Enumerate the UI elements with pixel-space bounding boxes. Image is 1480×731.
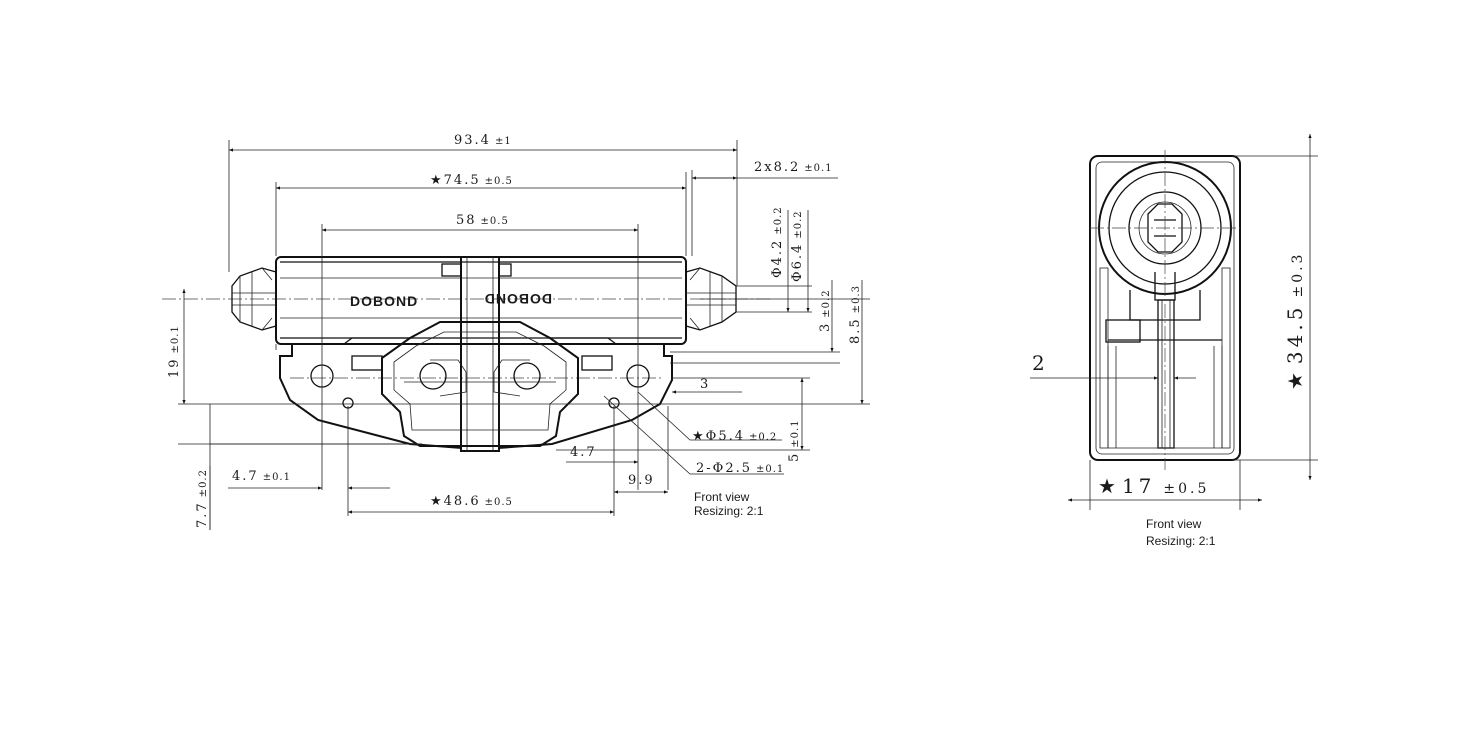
dim-7-7: 7.7±0.2 — [195, 469, 210, 528]
dim-3: 3 — [700, 377, 710, 392]
left-pin — [231, 267, 277, 331]
dim-dia-6-4: Φ6.4±0.2 — [790, 210, 805, 282]
dim-holes-2-5: 2-Φ2.5±0.1 — [696, 461, 784, 476]
side-view-scale: Resizing: 2:1 — [1146, 534, 1216, 548]
dim-5: 5±0.1 — [787, 419, 802, 462]
dim-4-7-tol: 4.7±0.1 — [232, 469, 291, 484]
dim-height-34-5: ★34.5±0.3 — [1283, 252, 1307, 390]
dim-58: 58±0.5 — [456, 213, 509, 228]
dim-4-7: 4.7 — [570, 445, 597, 460]
brand-label-right: DOBOND — [484, 291, 552, 307]
center-housing — [381, 321, 579, 447]
dimension-labels: 93.4±1 ★74.5±0.5 58±0.5 2x8.2±0.1 Φ4.2±0… — [167, 133, 863, 528]
side-dimension-lines — [1030, 134, 1318, 510]
front-view-scale: Resizing: 2:1 — [694, 504, 764, 518]
dim-hole-5-4: ★Φ5.4±0.2 — [692, 429, 777, 444]
dim-gap-2: 2 — [1032, 351, 1049, 375]
dim-8-5: 8.5±0.3 — [848, 285, 863, 344]
dimension-lines — [182, 148, 864, 530]
brand-label-left: DOBOND — [350, 293, 418, 309]
dim-pin-width: 2x8.2±0.1 — [754, 160, 833, 175]
side-housing — [1089, 150, 1241, 470]
side-view-caption: Front view — [1146, 517, 1202, 531]
dim-width-17: ★17±0.5 — [1098, 474, 1209, 498]
mounting-bracket — [279, 337, 673, 449]
dim-9-9: 9.9 — [628, 473, 655, 488]
dim-overall-length: 93.4±1 — [454, 133, 512, 148]
front-view: DOBOND DOBOND — [162, 133, 870, 530]
dim-dia-4-2: Φ4.2±0.2 — [770, 206, 785, 278]
side-view: 2 ★34.5±0.3 ★17±0.5 Front view Resizing:… — [1030, 134, 1318, 548]
dim-19: 19±0.1 — [167, 325, 182, 378]
dim-74-5: ★74.5±0.5 — [430, 173, 513, 188]
actuator-body — [275, 256, 687, 350]
dim-48-6: ★48.6±0.5 — [430, 494, 513, 509]
front-view-caption: Front view — [694, 490, 750, 504]
center-clamp — [441, 256, 512, 452]
extension-lines — [178, 140, 870, 530]
dim-3-tol: 3±0.2 — [818, 289, 833, 332]
